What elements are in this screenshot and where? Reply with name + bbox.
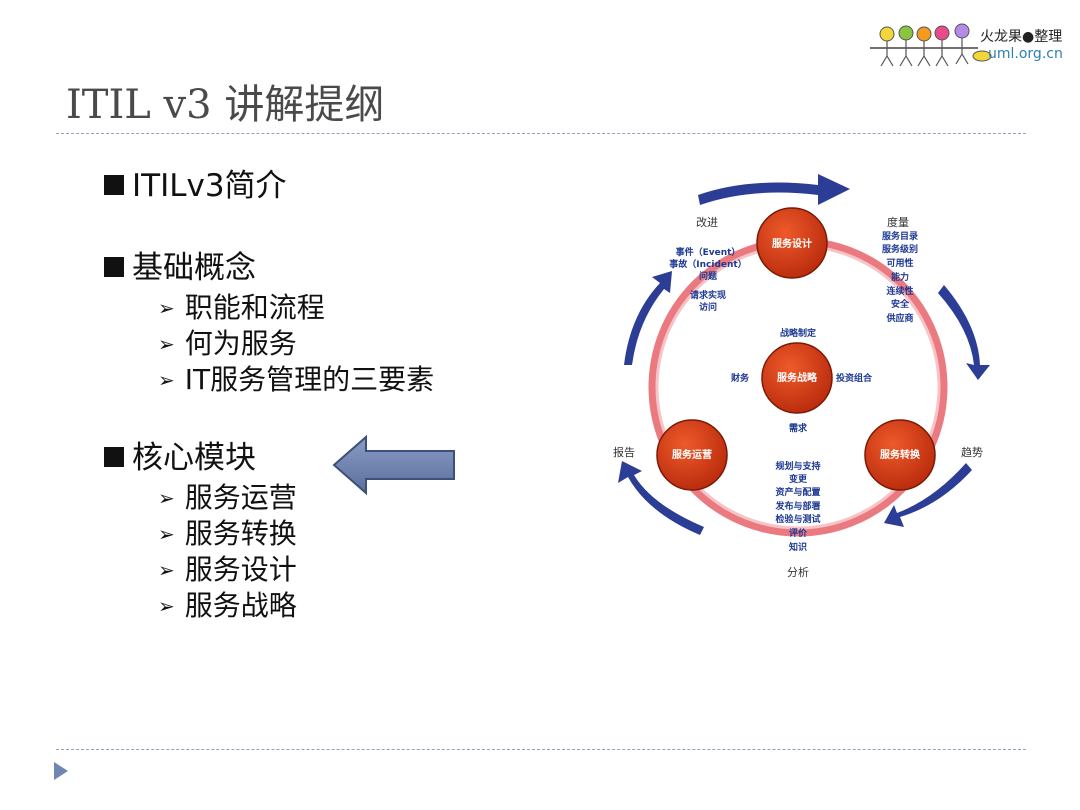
node-service-transition: 服务转换 [864, 419, 936, 491]
list-item: 发布与部署 [774, 500, 820, 512]
list-item: ➢服务运营 [158, 481, 297, 514]
center-label-top: 战略制定 [780, 327, 817, 339]
list-item: 规划与支持 [775, 460, 820, 472]
outline-list: ITILv3简介 基础概念 ➢职能和流程 ➢何为服务 ➢IT服务管理的三要素 核… [104, 164, 574, 624]
list-item: 资产与配置 [775, 486, 820, 498]
node-service-strategy: 服务战略 [761, 342, 833, 414]
list-item: ➢服务战略 [158, 589, 297, 622]
list-item: 供应商 [885, 312, 913, 324]
label-analyze: 分析 [787, 565, 809, 579]
cycle-arrow-icon [698, 174, 850, 205]
list-item: 检验与测试 [775, 513, 820, 525]
section-heading-intro: ITILv3简介 [104, 164, 574, 208]
list-item: 问题 [699, 270, 718, 282]
square-bullet-icon [104, 175, 124, 195]
list-item: ➢服务转换 [158, 517, 297, 550]
list-item: 服务目录 [882, 230, 918, 242]
list-item: 连续性 [886, 285, 913, 297]
page-title: ITIL v3 讲解提纲 [66, 82, 385, 128]
arrow-bullet-icon: ➢ [158, 594, 175, 618]
svg-text:服务设计: 服务设计 [772, 237, 812, 250]
node-service-design: 服务设计 [756, 207, 828, 279]
logo-text: 火龙果●整理 [980, 29, 1063, 45]
svg-text:服务转换: 服务转换 [880, 448, 921, 461]
center-label-left: 财务 [730, 372, 750, 384]
list-item: 服务级别 [882, 243, 918, 255]
itil-lifecycle-diagram: 改进 度量 报告 趋势 分析 事件（Event） 事故（Incident） 问题… [613, 174, 990, 579]
arrow-bullet-icon: ➢ [158, 522, 175, 546]
section-heading-concepts: 基础概念 [104, 246, 574, 290]
label-trend: 趋势 [961, 446, 983, 459]
center-label-bottom: 需求 [789, 422, 808, 434]
square-bullet-icon [104, 257, 124, 277]
list-item: 请求实现 [690, 289, 726, 301]
arrow-bullet-icon: ➢ [158, 332, 175, 356]
svg-text:服务战略: 服务战略 [777, 371, 818, 384]
label-measure: 度量 [887, 215, 909, 229]
list-item: 评价 [789, 527, 808, 539]
title-divider [56, 133, 1026, 134]
cycle-arrow-icon [624, 271, 672, 365]
list-item: 事件（Event） [676, 246, 741, 258]
section-heading-core-modules: 核心模块 [104, 436, 574, 480]
list-item: ➢职能和流程 [158, 291, 325, 324]
list-item: 能力 [891, 271, 909, 283]
arrow-bullet-icon: ➢ [158, 368, 175, 392]
play-triangle-icon [54, 762, 68, 780]
logo-graphic [870, 23, 992, 67]
list-item: 知识 [788, 541, 807, 553]
center-label-right: 投资组合 [836, 372, 873, 384]
cycle-arrow-icon [884, 463, 972, 527]
logo-url: uml.org.cn [988, 46, 1063, 62]
cycle-arrow-icon [618, 461, 704, 535]
left-arrow-icon [332, 434, 455, 496]
footer-divider [56, 749, 1026, 750]
arrow-bullet-icon: ➢ [158, 486, 175, 510]
list-item: ➢IT服务管理的三要素 [158, 363, 435, 396]
list-item: 访问 [699, 301, 717, 313]
list-item: ➢何为服务 [158, 327, 297, 360]
cycle-arrow-icon [938, 285, 990, 380]
list-item: ➢服务设计 [158, 553, 297, 586]
list-item: 安全 [891, 298, 910, 310]
label-report: 报告 [613, 445, 635, 459]
label-improve: 改进 [696, 215, 718, 229]
svg-text:服务运营: 服务运营 [672, 448, 712, 461]
node-service-operation: 服务运营 [656, 419, 728, 491]
list-item: 事故（Incident） [669, 258, 746, 270]
arrow-bullet-icon: ➢ [158, 296, 175, 320]
list-item: 变更 [789, 473, 808, 485]
list-item: 可用性 [886, 257, 913, 269]
arrow-bullet-icon: ➢ [158, 558, 175, 582]
square-bullet-icon [104, 447, 124, 467]
